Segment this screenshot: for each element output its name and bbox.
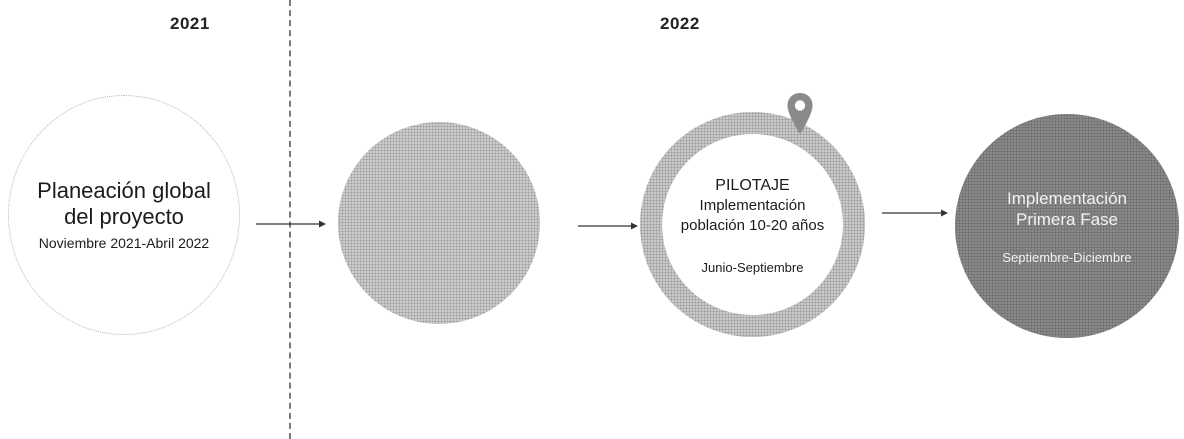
year-label-2022: 2022 <box>660 14 700 33</box>
phase-circle-blurred <box>338 122 540 324</box>
phase-4-title-line-2: Primera Fase <box>1015 209 1119 229</box>
year-label-2021: 2021 <box>170 14 210 33</box>
phase-4-date: Septiembre-Diciembre <box>1002 249 1132 265</box>
phase-circle-planning: Planeación global del proyecto Noviembre… <box>8 95 240 335</box>
phase-1-date: Noviembre 2021-Abril 2022 <box>38 235 210 251</box>
phase-circle-implementation: Implementación Primera Fase Septiembre-D… <box>955 114 1179 338</box>
phase-3-title: PILOTAJE <box>715 176 790 194</box>
phase-1-title-line-1: Planeación global <box>37 178 211 203</box>
phase-circle-pilot: PILOTAJE Implementación población 10-20 … <box>640 112 865 337</box>
phase-1-title-line-2: del proyecto <box>64 204 184 229</box>
phase-3-date: Junio-Septiembre <box>701 259 804 275</box>
arrow-right-3 <box>882 209 948 217</box>
phase-3-inner: PILOTAJE Implementación población 10-20 … <box>662 134 843 315</box>
phase-3-subtitle-line-1: Implementación <box>699 196 806 214</box>
phase-3-subtitle-line-2: población 10-20 años <box>680 216 825 234</box>
arrow-right-2 <box>578 222 638 230</box>
location-pin-icon <box>787 93 813 134</box>
phase-4-title-line-1: Implementación <box>1006 188 1127 208</box>
arrow-right-1 <box>256 220 326 228</box>
year-divider <box>289 0 291 439</box>
